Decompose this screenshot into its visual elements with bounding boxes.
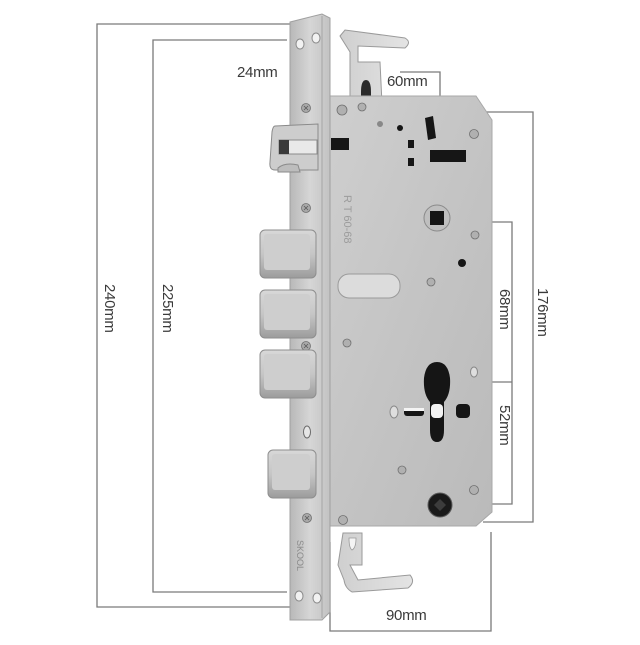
- faceplate-engraving: SKOOL: [295, 540, 305, 571]
- dim-label-240: 240mm: [101, 284, 118, 333]
- deadbolt-3: [259, 349, 317, 399]
- cylinder-cutout: [389, 362, 478, 442]
- top-strike-hook: [339, 29, 409, 105]
- dim-label-176: 176mm: [534, 288, 551, 337]
- deadbolt-1: [259, 229, 317, 279]
- faceplate-aux-hole: [303, 425, 311, 439]
- case-engraving: R T 60-68: [341, 195, 353, 244]
- dim-label-225: 225mm: [159, 284, 176, 333]
- lower-hub: [427, 492, 453, 518]
- faceplate-mounting-holes: [294, 32, 322, 604]
- dim-label-90: 90mm: [386, 607, 427, 624]
- thumb-slide: [337, 273, 401, 299]
- spindle-hub: [423, 204, 451, 232]
- dim-225-line: [152, 39, 287, 593]
- dim-label-68: 68mm: [496, 289, 513, 330]
- deadbolt-4: [267, 449, 317, 499]
- dimension-lines: [96, 23, 534, 632]
- deadbolts: [259, 229, 317, 499]
- dim-label-60: 60mm: [387, 73, 428, 90]
- dim-label-52: 52mm: [496, 405, 513, 446]
- deadbolt-2: [259, 289, 317, 339]
- dim-176-line: [483, 111, 534, 523]
- dim-240-line: [96, 23, 292, 608]
- bottom-strike-hook: [337, 532, 414, 593]
- latch-bolt: [269, 123, 319, 173]
- case-screws: [336, 102, 480, 525]
- case-top-slots: [331, 116, 466, 166]
- dim-label-24: 24mm: [237, 64, 278, 81]
